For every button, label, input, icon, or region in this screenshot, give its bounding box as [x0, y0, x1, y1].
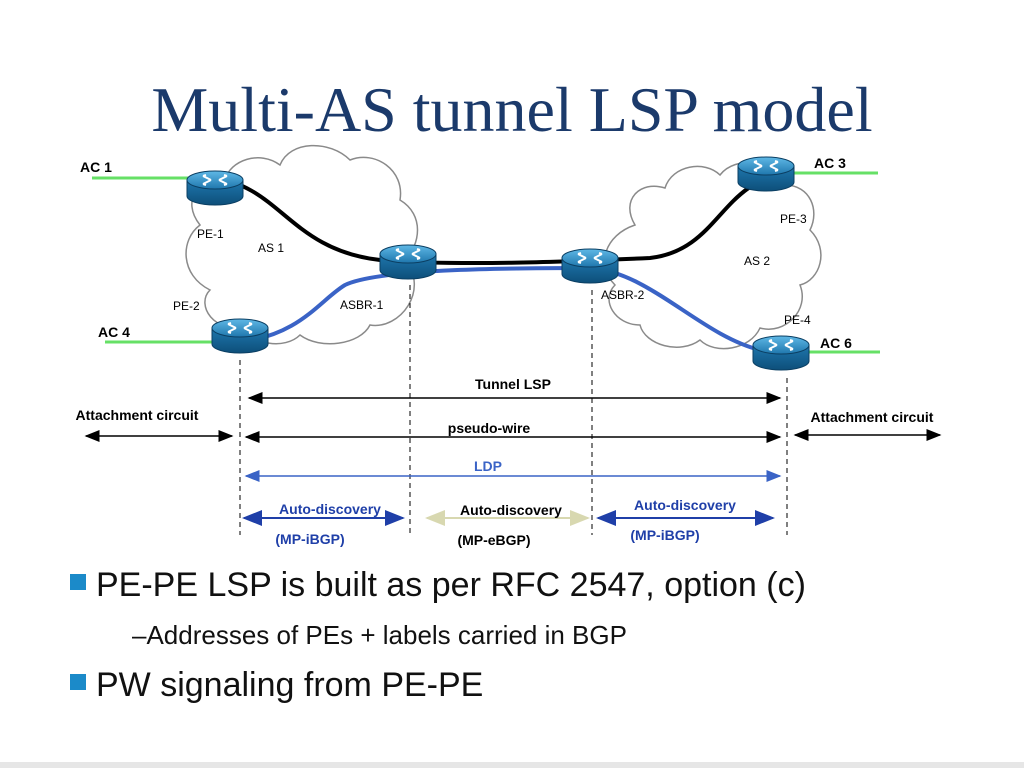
label-autodisc-left: Auto-discovery [279, 501, 381, 517]
footer-divider [0, 762, 1024, 768]
router-asbr1-icon [379, 244, 437, 280]
label-pe4: PE-4 [784, 313, 811, 327]
label-pe2: PE-2 [173, 299, 200, 313]
tunnel-lsp-path [211, 171, 791, 266]
slide-title: Multi-AS tunnel LSP model [151, 74, 873, 145]
label-mp-ibgp-right: (MP-iBGP) [630, 527, 699, 543]
label-mp-ibgp-left: (MP-iBGP) [275, 531, 344, 547]
pseudowire-path [239, 265, 761, 352]
bullet-item: PW signaling from PE-PE [70, 666, 483, 705]
label-as1: AS 1 [258, 241, 284, 255]
label-autodisc-right: Auto-discovery [634, 497, 736, 513]
label-asbr2: ASBR-2 [601, 288, 645, 302]
label-ac4: AC 4 [98, 324, 130, 340]
router-asbr2-icon [561, 248, 619, 284]
label-tunnel-lsp: Tunnel LSP [475, 376, 551, 392]
label-ac1: AC 1 [80, 159, 112, 175]
bullet-square-icon [70, 574, 86, 590]
as2-cloud [604, 161, 822, 350]
label-attachment-right: Attachment circuit [811, 409, 934, 425]
bullet-text: PW signaling from PE-PE [96, 666, 484, 704]
label-ac6: AC 6 [820, 335, 852, 351]
label-mp-ebgp: (MP-eBGP) [457, 532, 530, 548]
label-pe1: PE-1 [197, 227, 224, 241]
label-as2: AS 2 [744, 254, 770, 268]
bullet-item: PE-PE LSP is built as per RFC 2547, opti… [70, 566, 806, 605]
label-ldp: LDP [474, 458, 502, 474]
label-pe3: PE-3 [780, 212, 807, 226]
router-pe4-icon [752, 335, 810, 371]
router-pe1-icon [186, 170, 244, 206]
bullet-square-icon [70, 674, 86, 690]
router-pe3-icon [737, 156, 795, 192]
sub-bullet-text: –Addresses of PEs + labels carried in BG… [132, 620, 627, 650]
label-ac3: AC 3 [814, 155, 846, 171]
label-pseudo-wire: pseudo-wire [448, 420, 531, 436]
sub-bullet-item: –Addresses of PEs + labels carried in BG… [132, 620, 627, 651]
router-pe2-icon [211, 318, 269, 354]
label-autodisc-mid: Auto-discovery [460, 502, 562, 518]
label-attachment-left: Attachment circuit [76, 407, 199, 423]
bullet-text: PE-PE LSP is built as per RFC 2547, opti… [96, 566, 806, 604]
label-asbr1: ASBR-1 [340, 298, 384, 312]
